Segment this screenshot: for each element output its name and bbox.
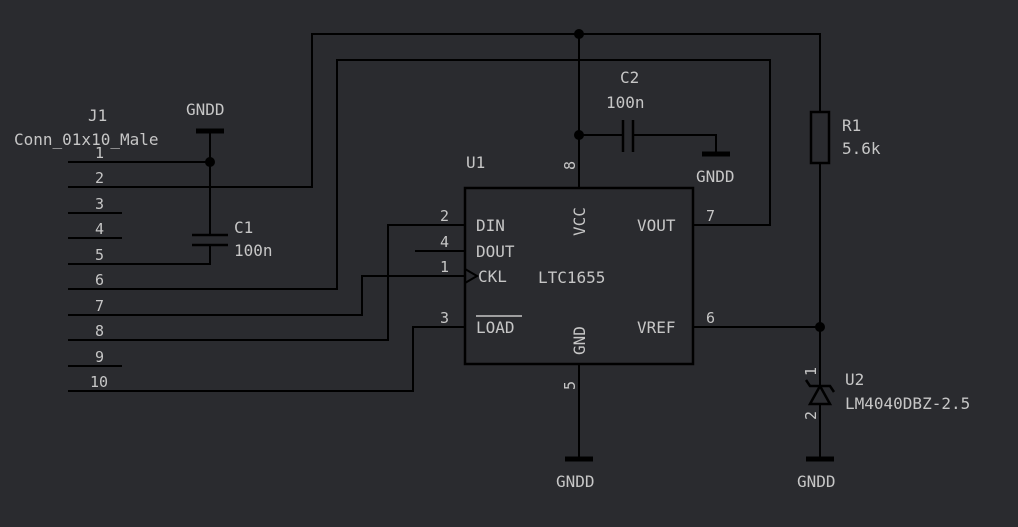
- gndd-label-u1: GNDD: [556, 472, 595, 491]
- resistor-r1: R1 5.6k: [809, 110, 881, 165]
- c1-ref: C1: [234, 218, 253, 237]
- j1-pin-label-2: 2: [95, 169, 104, 187]
- u1-pin-name-din: DIN: [476, 216, 505, 235]
- u1-ref: U1: [466, 153, 485, 172]
- c2-value: 100n: [606, 93, 645, 112]
- j1-ref: J1: [88, 106, 107, 125]
- u1-pin-name-ckl: CKL: [478, 267, 507, 286]
- wire-ckl: [121, 275, 416, 316]
- junction-c2: [574, 130, 584, 140]
- u1-pin-name-gnd: GND: [570, 326, 589, 355]
- u1-pin-name-vcc: VCC: [570, 207, 589, 236]
- u1-clock-indicator: [464, 268, 479, 284]
- u1-pin-num-vcc: 8: [561, 161, 579, 170]
- gndd-label-left: GNDD: [186, 100, 225, 119]
- u2-value: LM4040DBZ-2.5: [845, 394, 970, 413]
- u2-triangle: [807, 383, 833, 406]
- u2-ref: U2: [845, 370, 864, 389]
- j1-pin-label-1: 1: [95, 144, 104, 162]
- u2-pin-num-1: 1: [802, 367, 820, 376]
- u1-pin-num-vref: 6: [706, 309, 715, 327]
- gndd-label-c2: GNDD: [696, 167, 735, 186]
- wire-vout: [121, 59, 771, 290]
- u1-pin-name-dout: DOUT: [476, 242, 515, 261]
- u1-pin-name-load: LOAD: [476, 318, 515, 337]
- wires: [121, 33, 821, 392]
- wire-load: [121, 326, 416, 392]
- u1-pin-num-dout: 4: [440, 233, 449, 251]
- j1-pin-label-8: 8: [95, 322, 104, 340]
- wire-vcc-rail: [121, 33, 821, 188]
- capacitor-c1: C1 100n: [192, 161, 273, 265]
- junctions: [205, 29, 825, 332]
- junction-c1: [205, 157, 215, 167]
- u1-pin-name-vout: VOUT: [637, 216, 676, 235]
- gndd-label-u2: GNDD: [797, 472, 836, 491]
- gndd-symbol-u2: GNDD: [797, 456, 836, 491]
- ic-u1: U1 LTC1655 2 4 1 3 DIN DOUT CKL LOAD 7 6…: [415, 153, 745, 394]
- j1-pin-label-6: 6: [95, 271, 104, 289]
- u1-value: LTC1655: [538, 268, 605, 287]
- u1-pin-name-vref: VREF: [637, 318, 676, 337]
- junction-vref: [815, 322, 825, 332]
- r1-body: [809, 110, 831, 165]
- c1-value: 100n: [234, 241, 273, 260]
- c2-ref: C2: [620, 68, 639, 87]
- connector-j1: J1 Conn_01x10_Male 1 2 3 4 5 6 7 8 9 10: [14, 106, 159, 392]
- u2-pin-num-2: 2: [802, 411, 820, 420]
- j1-pin-label-4: 4: [95, 220, 104, 238]
- u1-pin-num-vout: 7: [706, 207, 715, 225]
- u1-pin-num-ckl: 1: [440, 258, 449, 276]
- wire-din: [121, 224, 416, 341]
- j1-pin-label-3: 3: [95, 195, 104, 213]
- zener-u2: 1 2 U2 LM4040DBZ-2.5: [802, 357, 970, 459]
- u1-pin-num-load: 3: [440, 309, 449, 327]
- j1-pin-label-7: 7: [95, 297, 104, 315]
- j1-value: Conn_01x10_Male: [14, 130, 159, 149]
- gndd-symbol-c2: GNDD: [696, 151, 735, 186]
- j1-pin-label-5: 5: [95, 246, 104, 264]
- gndd-symbol-left: GNDD: [186, 100, 225, 163]
- j1-pin-label-9: 9: [95, 348, 104, 366]
- u1-pin-num-gnd: 5: [561, 381, 579, 390]
- wire-c2-right: [632, 134, 717, 153]
- r1-value: 5.6k: [842, 139, 881, 158]
- junction-vcc-top: [574, 29, 584, 39]
- r1-ref: R1: [842, 116, 861, 135]
- gndd-symbol-u1: GNDD: [556, 393, 595, 491]
- u1-pin-num-din: 2: [440, 207, 449, 225]
- j1-pin-label-10: 10: [90, 373, 108, 391]
- capacitor-c2: C2 100n: [606, 68, 717, 153]
